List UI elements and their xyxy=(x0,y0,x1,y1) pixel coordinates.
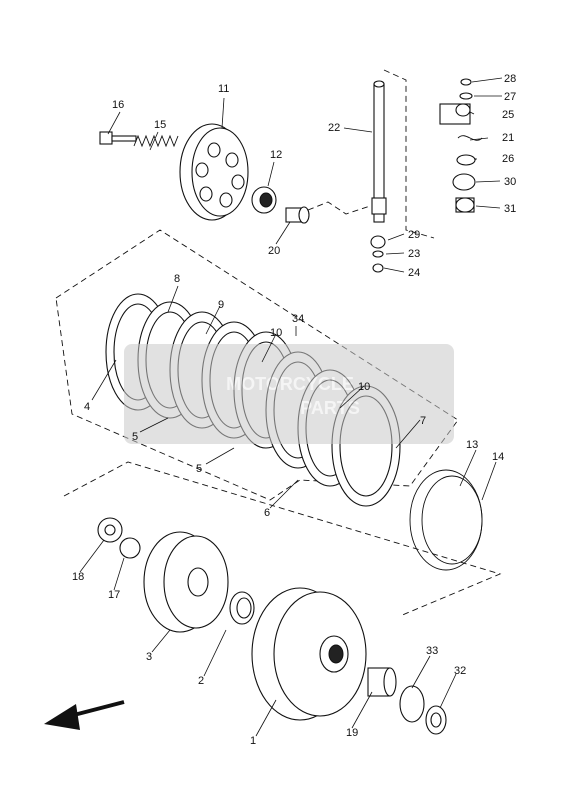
label-17: 17 xyxy=(108,589,120,601)
label-26: 26 xyxy=(502,153,514,165)
part-labels: 1 2 3 4 5 5 6 7 8 9 10 10 11 12 13 14 15… xyxy=(72,73,516,747)
lever-part[interactable] xyxy=(439,78,483,213)
thrust-washer-part[interactable] xyxy=(399,685,447,735)
needle-bearing-part[interactable] xyxy=(367,667,397,697)
pressure-plate-part[interactable] xyxy=(179,123,249,221)
washer-part[interactable] xyxy=(370,235,386,273)
push-rod-group xyxy=(370,69,483,273)
watermark-line2: PARTS xyxy=(300,398,360,418)
label-10b: 10 xyxy=(358,381,370,393)
label-2: 2 xyxy=(198,675,204,687)
label-21: 21 xyxy=(502,132,514,144)
label-19: 19 xyxy=(346,727,358,739)
spring-part[interactable] xyxy=(133,134,179,148)
label-30: 30 xyxy=(504,176,516,188)
push-piece-part[interactable] xyxy=(285,206,310,224)
push-rod-part[interactable] xyxy=(371,80,387,223)
retaining-ring[interactable] xyxy=(409,469,483,571)
label-10a: 10 xyxy=(270,327,282,339)
label-23: 23 xyxy=(408,248,420,260)
label-9: 9 xyxy=(218,299,224,311)
label-31: 31 xyxy=(504,203,516,215)
label-4: 4 xyxy=(84,401,90,413)
label-5a: 5 xyxy=(132,431,138,443)
front-direction-arrow-icon xyxy=(44,700,125,730)
lock-washer-part[interactable] xyxy=(119,537,141,559)
label-14: 14 xyxy=(492,451,504,463)
bearing-part[interactable] xyxy=(251,186,277,214)
label-3: 3 xyxy=(146,651,152,663)
label-27: 27 xyxy=(504,91,516,103)
label-16: 16 xyxy=(112,99,124,111)
label-8: 8 xyxy=(174,273,180,285)
label-15: 15 xyxy=(154,119,166,131)
clutch-boss-part[interactable] xyxy=(143,531,229,633)
lower-assembly-group xyxy=(63,461,502,735)
label-6: 6 xyxy=(264,507,270,519)
nut-part[interactable] xyxy=(97,517,123,543)
label-25: 25 xyxy=(502,109,514,121)
primary-driven-gear-part[interactable] xyxy=(251,587,367,721)
label-18: 18 xyxy=(72,571,84,583)
spacer-part[interactable] xyxy=(229,591,255,625)
label-20: 20 xyxy=(268,245,280,257)
label-13: 13 xyxy=(466,439,478,451)
label-11: 11 xyxy=(218,83,229,95)
label-7: 7 xyxy=(420,415,426,427)
label-5b: 5 xyxy=(196,463,202,475)
label-29: 29 xyxy=(408,229,420,241)
label-33: 33 xyxy=(426,645,438,657)
watermark-line1: MOTORCYCLE xyxy=(226,374,354,394)
watermark: MOTORCYCLE PARTS xyxy=(124,344,454,444)
label-32: 32 xyxy=(454,665,466,677)
label-34: 34 xyxy=(292,313,304,325)
label-12: 12 xyxy=(270,149,282,161)
label-1: 1 xyxy=(250,735,256,747)
leader-lines xyxy=(79,77,503,737)
pressure-plate-group xyxy=(99,123,371,224)
label-24: 24 xyxy=(408,267,420,279)
label-22: 22 xyxy=(328,122,340,134)
label-28: 28 xyxy=(504,73,516,85)
bolt-part[interactable] xyxy=(99,131,137,145)
